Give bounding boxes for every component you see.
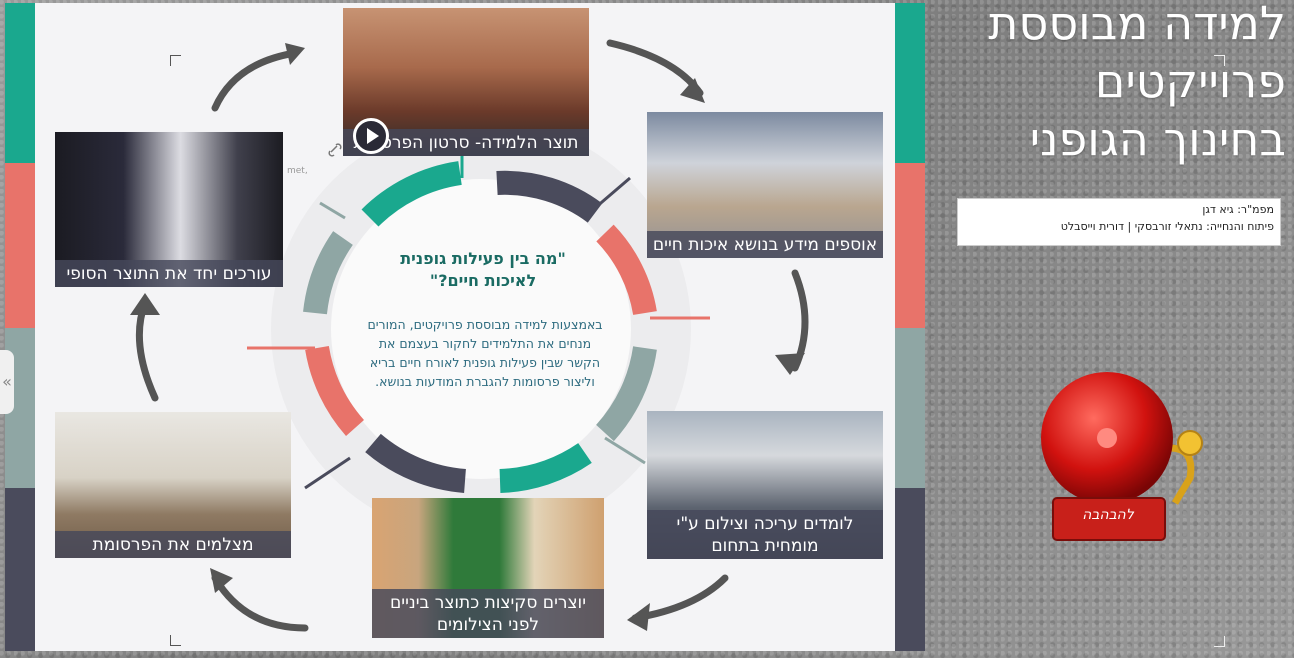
cycle-ring [130, 39, 809, 632]
center-question: "מה בין פעילות גופנית לאיכות חיים?" [400, 249, 566, 290]
stripe-slate-right [895, 488, 925, 651]
title-line: פרוייקטים [1094, 54, 1286, 108]
center-description: באמצעות למידה מבוססת פרויקטים, המורים מנ… [367, 317, 603, 389]
corner-mark [1214, 636, 1225, 647]
stripe-teal-left [5, 3, 35, 163]
photo-collect: אוספים מידע בנושא איכות חיים [647, 112, 883, 258]
video-frame[interactable]: תוצר הלמידה- סרטון הפרסומת [343, 8, 589, 156]
stripe-sage-right [895, 328, 925, 488]
title-line: למידה מבוססת [988, 0, 1286, 50]
stripe-teal-right [895, 3, 925, 163]
stripe-coral-left [5, 163, 35, 328]
photo-edit-learn: לומדים עריכה וצילום ע"י מומחית בתחום [647, 411, 883, 559]
corner-mark [170, 55, 181, 66]
title-line: בחינוך הגופני [1029, 112, 1286, 166]
collect-caption: אוספים מידע בנושא איכות חיים [647, 231, 883, 258]
play-icon[interactable] [353, 118, 389, 154]
credits-box: מפמ"ר: גיא דגן פיתוח והנחייה: נתאלי זורב… [957, 198, 1281, 246]
final-caption: עורכים יחד את התוצר הסופי [55, 260, 283, 287]
credits-line: פיתוח והנחייה: נתאלי זורבסקי | דורית ויי… [1060, 220, 1274, 233]
corner-mark [170, 635, 181, 646]
stripe-coral-right [895, 163, 925, 328]
link-icon[interactable] [328, 143, 342, 157]
presentation-title: למידה מבוססת פרוייקטים בחינוך הגופני [946, 0, 1286, 168]
watermark-fragment: met, [287, 166, 308, 176]
bell-label[interactable]: להבהבה [1082, 507, 1134, 523]
photo-sketch: יוצרים סקיצות כתוצר ביניים לפני הצילומים [372, 498, 604, 638]
sketch-caption: יוצרים סקיצות כתוצר ביניים לפני הצילומים [372, 589, 604, 638]
stripe-slate-left [5, 488, 35, 651]
side-collapse-tab[interactable]: « [0, 350, 14, 414]
photo-film: מצלמים את הפרסומת [55, 412, 291, 558]
school-bell-icon[interactable] [1035, 368, 1215, 548]
credits-line: מפמ"ר: גיא דגן [1202, 203, 1274, 216]
photo-final: עורכים יחד את התוצר הסופי [55, 132, 283, 287]
slide: תוצר הלמידה- סרטון הפרסומת אוספים מידע ב… [5, 3, 925, 651]
film-caption: מצלמים את הפרסומת [55, 531, 291, 558]
edit-learn-caption: לומדים עריכה וצילום ע"י מומחית בתחום [647, 510, 883, 559]
corner-mark [1214, 55, 1225, 66]
